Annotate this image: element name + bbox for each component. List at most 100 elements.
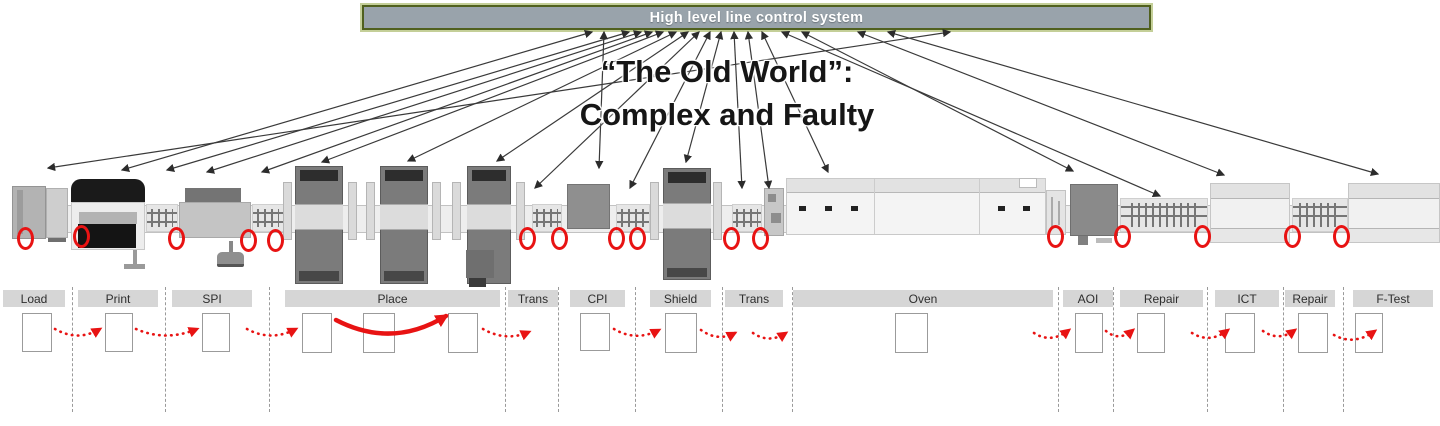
oven-dot [851,206,858,211]
feeder-tower [283,182,292,240]
title-line-2: Complex and Faulty [579,97,875,132]
flow-box [665,313,697,353]
place-conveyor [467,204,511,230]
ftest-machine [1348,183,1440,243]
conveyor-segment [252,204,284,232]
station-bar-ftest: F-Test [1353,290,1433,307]
oven-notch [1019,178,1037,188]
station-bar-ict: ICT [1215,290,1279,307]
control-system-label: High level line control system [649,9,864,26]
flow-box [895,313,928,353]
ftest-base [1349,229,1439,242]
station-label: Oven [908,291,938,306]
oven-machine [786,178,1046,235]
station-bar-load: Load [3,290,65,307]
station-divider [165,287,166,412]
flow-box [1298,313,1328,353]
station-bar-trans1: Trans [508,290,558,307]
station-divider [72,287,73,412]
aoi-tag [1096,238,1112,243]
error-marker [1284,225,1301,248]
flow-box [1137,313,1165,353]
station-label: Trans [517,291,549,306]
loader-slot [17,190,23,234]
station-label: Repair [1143,291,1180,306]
station-label: Load [20,291,48,306]
flow-box [202,313,230,352]
flow-box [302,313,332,353]
aoi-machine [1070,184,1118,236]
flow-box [22,313,52,352]
feeder-tower [713,182,722,240]
station-divider [635,287,636,412]
station-bar-cpi: CPI [570,290,625,307]
shield-conveyor [663,203,711,229]
error-marker [267,229,284,252]
error-marker [1047,225,1064,248]
place-top [385,170,423,181]
cpi-machine [567,184,610,229]
station-bar-repair2: Repair [1285,290,1335,307]
error-marker [1333,225,1350,248]
error-marker [1194,225,1211,248]
feeder-tower [452,182,461,240]
flow-box [1225,313,1255,353]
repair-conveyor [1120,198,1208,232]
station-bar-spi: SPI [172,290,252,307]
error-marker [519,227,536,250]
error-marker [240,229,257,252]
oven-seam [874,179,875,234]
station-bar-shield: Shield [650,290,711,307]
conveyor-segment [146,204,178,232]
place-machine-1 [295,166,343,284]
station-label: Shield [663,291,698,306]
ftest-top-strip [1349,184,1439,199]
station-divider [1058,287,1059,412]
cart-handle [229,241,233,253]
oven-dot [998,206,1005,211]
place-machine-2 [380,166,428,284]
loader-base [48,238,66,242]
ict-line [1211,228,1289,229]
feeder-tower [348,182,357,240]
place-chute-foot [469,278,486,287]
ict-top-strip [1211,184,1289,199]
error-marker [168,227,185,250]
station-divider [722,287,723,412]
place-top [472,170,506,181]
flow-box [1075,313,1103,353]
aoi-foot [1078,236,1088,245]
printer-band [79,212,137,224]
station-divider [1283,287,1284,412]
station-divider [1343,287,1344,412]
page-title: “The Old World”: Complex and Faulty [580,50,875,136]
station-bar-place: Place [285,290,500,307]
flow-box [1355,313,1383,353]
ftest-line [1349,228,1439,229]
station-label: ICT [1237,291,1257,306]
panel-slot [1058,201,1060,225]
station-bar-oven: Oven [793,290,1053,307]
flow-box [580,313,610,351]
loader-panel [46,188,68,238]
error-marker [551,227,568,250]
station-label: CPI [587,291,608,306]
ict-base [1211,229,1289,242]
lift-step [768,194,776,202]
error-marker [629,227,646,250]
spi-head [185,188,241,203]
station-bar-aoi: AOI [1063,290,1113,307]
error-marker [752,227,769,250]
place-conveyor [380,204,428,230]
spi-machine [179,202,251,238]
feeder-tower [366,182,375,240]
control-system-box: High level line control system [362,5,1151,30]
station-label: F-Test [1376,291,1410,306]
station-label: Trans [738,291,770,306]
shield-top [668,172,706,183]
panel-slot [1051,197,1053,227]
oven-dot [825,206,832,211]
station-label: Repair [1292,291,1328,306]
oven-dot [1023,206,1030,211]
error-marker [73,225,90,248]
